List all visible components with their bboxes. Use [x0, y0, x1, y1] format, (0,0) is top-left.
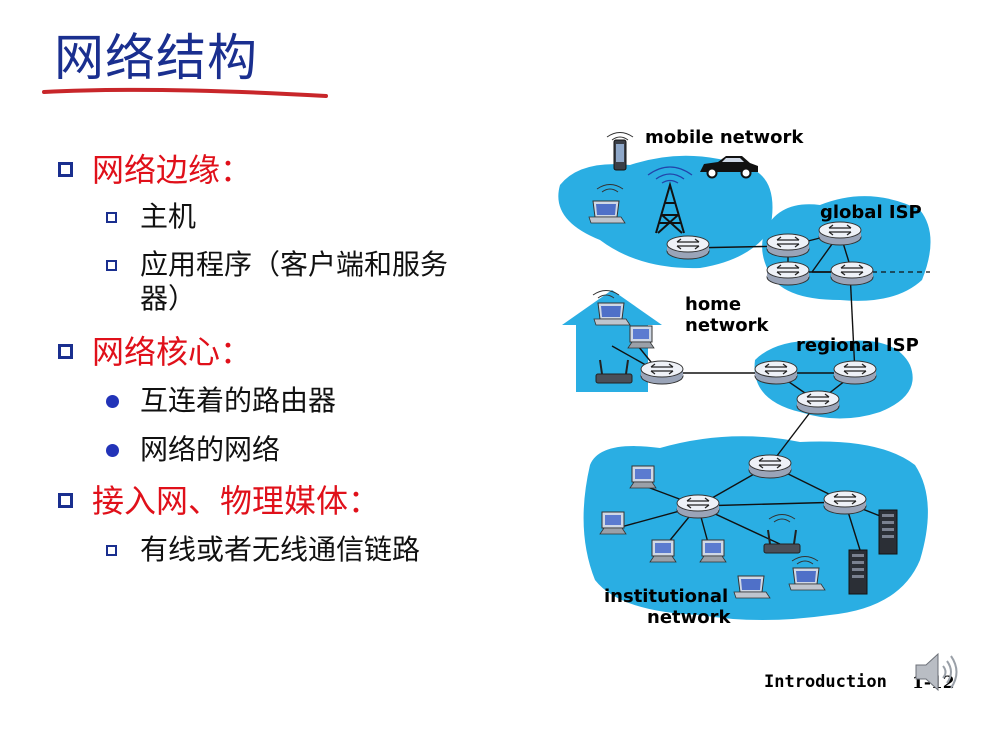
desktop-icon [627, 325, 655, 349]
bullet-access: 接入网、物理媒体： [54, 481, 524, 521]
mobile-network-cloud [558, 155, 773, 269]
regional-isp-cloud [754, 340, 913, 419]
label-regional-isp: regional ISP [796, 335, 919, 356]
label-institutional-network-1: institutional [604, 586, 728, 607]
square-bullet-icon [106, 260, 117, 271]
institutional-network-cloud [583, 436, 928, 620]
footer-section: Introduction [764, 672, 887, 692]
sub-bullet-text: 互连着的路由器 [140, 384, 337, 417]
sub-bullet-network-of-networks: 网络的网络 [54, 433, 524, 467]
router-icon [766, 261, 810, 286]
label-home-network-1: home [685, 294, 741, 315]
sub-bullet-routers: 互连着的路由器 [54, 384, 524, 418]
home-network-cloud [562, 290, 662, 392]
router-icon [676, 494, 720, 519]
bullet-edge-label: 网络边缘： [92, 151, 253, 189]
sub-bullet-text: 主机 [140, 200, 197, 233]
square-bullet-icon [58, 344, 73, 359]
router-icon [830, 261, 874, 286]
router-icon [766, 233, 810, 258]
car-icon [700, 156, 758, 179]
label-global-isp: global ISP [820, 202, 922, 223]
wifi-signal-icon [606, 132, 634, 141]
sub-bullet-apps: 应用程序（客户端和服务 器） [54, 248, 524, 316]
bullet-edge: 网络边缘： [54, 150, 524, 190]
router-icon [823, 490, 867, 515]
label-institutional-network-2: network [647, 607, 731, 628]
title-underline [42, 87, 328, 98]
speaker-icon[interactable] [910, 646, 962, 698]
sub-bullet-text: 有线或者无线通信链路 [140, 533, 421, 566]
desktop-icon [599, 511, 627, 535]
bullet-list: 网络边缘： 主机 应用程序（客户端和服务 器） 网络核心： 互连着的路由器 网络… [54, 150, 524, 567]
dot-bullet-icon [106, 444, 119, 457]
desktop-icon [699, 539, 727, 563]
router-icon [640, 360, 684, 385]
router-icon [754, 360, 798, 385]
sub-bullet-hosts: 主机 [54, 200, 524, 234]
sub-bullet-links: 有线或者无线通信链路 [54, 533, 524, 567]
square-bullet-icon [58, 162, 73, 177]
sub-bullet-text-cont: 器） [140, 282, 197, 315]
square-bullet-icon [106, 545, 117, 556]
bullet-core: 网络核心： [54, 332, 524, 372]
dot-bullet-icon [106, 395, 119, 408]
sub-bullet-text: 网络的网络 [140, 433, 281, 466]
bullet-access-label: 接入网、物理媒体： [92, 482, 381, 520]
label-home-network-2: network [685, 315, 769, 336]
server-icon [878, 509, 898, 555]
bullet-core-label: 网络核心： [92, 333, 253, 371]
label-mobile-network: mobile network [645, 127, 804, 148]
network-diagram: mobile network global ISP home network r… [558, 127, 931, 628]
router-icon [796, 390, 840, 415]
phone-icon [613, 139, 627, 171]
router-icon [818, 221, 862, 246]
cell-tower-icon [647, 166, 693, 234]
desktop-icon [629, 465, 657, 489]
server-icon [848, 549, 868, 595]
router-icon [666, 235, 710, 260]
square-bullet-icon [106, 212, 117, 223]
square-bullet-icon [58, 493, 73, 508]
slide-title: 网络结构 [54, 29, 258, 87]
sub-bullet-text: 应用程序（客户端和服务 [140, 248, 449, 281]
router-icon [833, 360, 877, 385]
desktop-icon [649, 539, 677, 563]
router-icon [748, 454, 792, 479]
